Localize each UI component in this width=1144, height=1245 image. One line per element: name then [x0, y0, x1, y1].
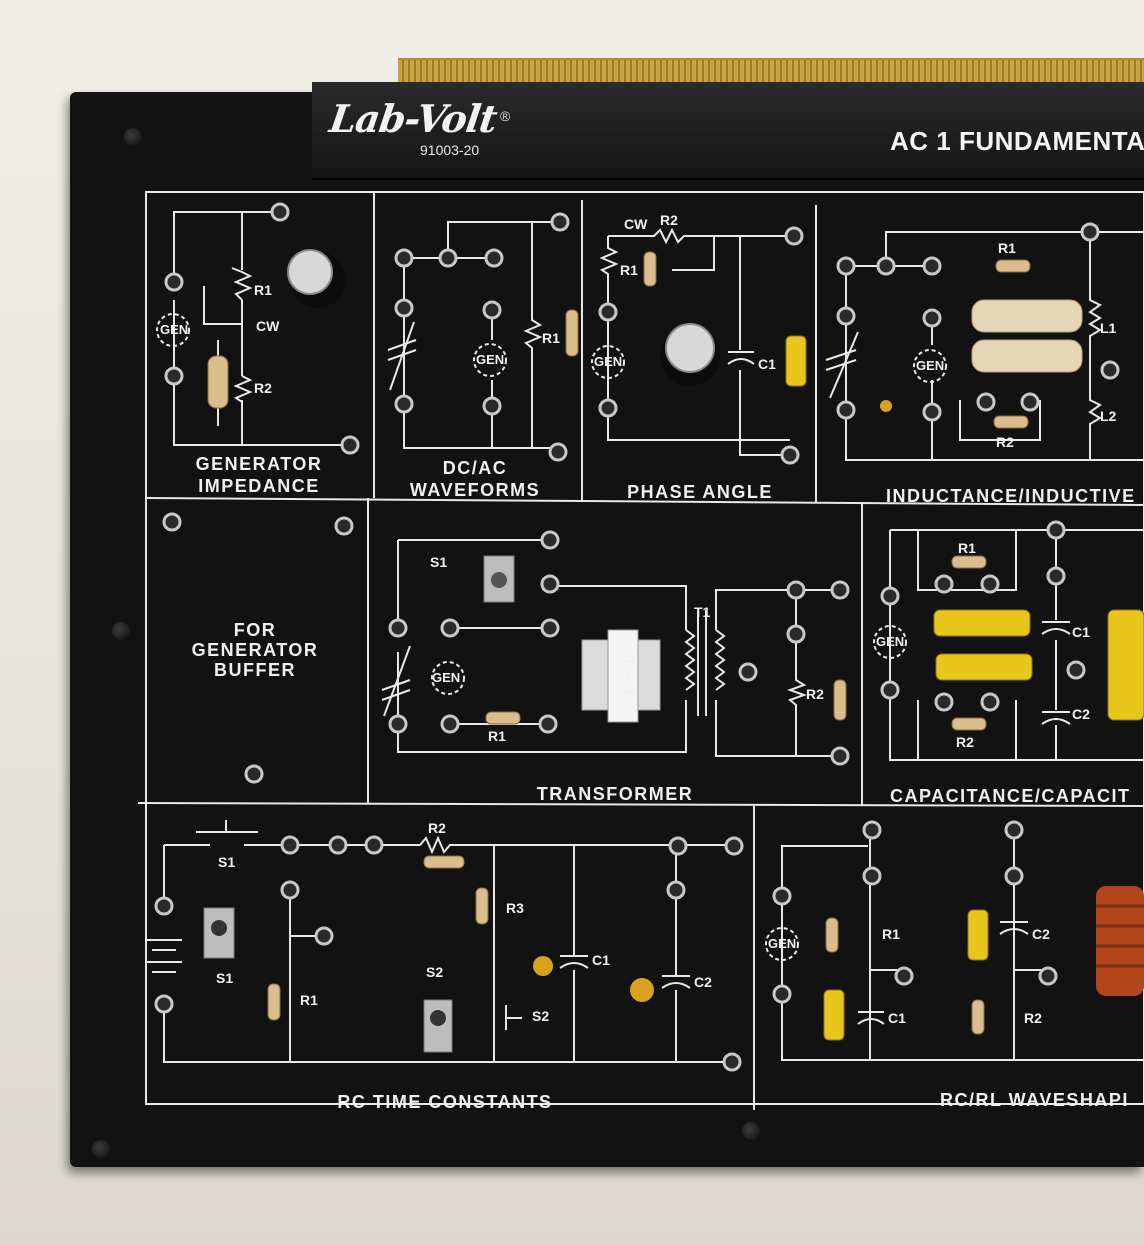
designator-c1: C1 [888, 1010, 906, 1026]
designator-s2: S2 [532, 1008, 550, 1024]
registered-mark: ® [500, 108, 511, 124]
designator-r1: R1 [254, 282, 272, 298]
label-transformer: TRANSFORMER [536, 784, 694, 804]
label-generator-impedance-2: IMPEDANCE [198, 476, 320, 496]
label-generator-impedance-1: GENERATOR [195, 454, 323, 474]
designator-l1: L1 [1100, 320, 1117, 336]
designator-r1: R1 [300, 992, 318, 1008]
label-inductance: INDUCTANCE/INDUCTIVE [886, 486, 1136, 506]
designator-t1: T1 [694, 604, 711, 620]
model-number: 91003-20 [420, 142, 480, 158]
label-rc-rl-waveshapes: RC/RL WAVESHAPI [940, 1090, 1129, 1110]
screw-icon [124, 128, 142, 146]
svg-text:GEN: GEN [916, 358, 944, 373]
designator-c1: C1 [592, 952, 610, 968]
designator-c2: C2 [1032, 926, 1050, 942]
screw-icon [742, 1122, 760, 1140]
designator-r1: R1 [542, 330, 560, 346]
designator-r1: R1 [620, 262, 638, 278]
designator-r1: R1 [488, 728, 506, 744]
designator-c1: C1 [1072, 624, 1090, 640]
screw-icon [92, 1140, 110, 1158]
designator-r2: R2 [1024, 1010, 1042, 1026]
designator-s1: S1 [216, 970, 234, 986]
designator-r2: R2 [660, 212, 678, 228]
header-strip [312, 82, 1144, 180]
label-buffer-3: BUFFER [214, 660, 296, 680]
designator-t4: T — 4 [621, 656, 638, 696]
label-dcac-1: DC/AC [442, 458, 508, 478]
designator-r1: R1 [998, 240, 1016, 256]
label-buffer-1: FOR [233, 620, 277, 640]
svg-text:GEN: GEN [768, 936, 796, 951]
designator-r2: R2 [254, 380, 272, 396]
label-phase-angle: PHASE ANGLE [627, 482, 773, 502]
designator-l2: L2 [1100, 408, 1117, 424]
svg-text:GEN: GEN [594, 354, 622, 369]
designator-r1: R1 [958, 540, 976, 556]
svg-text:GEN: GEN [432, 670, 460, 685]
designator-c2: C2 [1072, 706, 1090, 722]
designator-s2: S2 [426, 964, 444, 980]
svg-text:GEN: GEN [876, 634, 904, 649]
label-buffer-2: GENERATOR [191, 640, 319, 660]
svg-text:GEN: GEN [160, 322, 188, 337]
designator-r2: R2 [996, 434, 1014, 450]
designator-r2: R2 [428, 820, 446, 836]
svg-text:GEN: GEN [476, 352, 504, 367]
designator-r1: R1 [882, 926, 900, 942]
designator-cw: CW [624, 216, 648, 232]
designator-c2: C2 [694, 974, 712, 990]
designator-r2: R2 [806, 686, 824, 702]
panel-grid-outline [145, 191, 1144, 1105]
designator-s1: S1 [430, 554, 448, 570]
designator-c1: C1 [758, 356, 776, 372]
designator-cw: CW [256, 318, 280, 334]
designator-r3: R3 [506, 900, 524, 916]
board-title: AC 1 FUNDAMENTA [890, 126, 1144, 156]
label-dcac-2: WAVEFORMS [409, 480, 541, 500]
label-capacitance: CAPACITANCE/CAPACIT [890, 786, 1131, 806]
designator-s1: S1 [218, 854, 236, 870]
designator-r2: R2 [956, 734, 974, 750]
screw-icon [112, 622, 130, 640]
label-rc-time-constants: RC TIME CONSTANTS [337, 1092, 553, 1112]
